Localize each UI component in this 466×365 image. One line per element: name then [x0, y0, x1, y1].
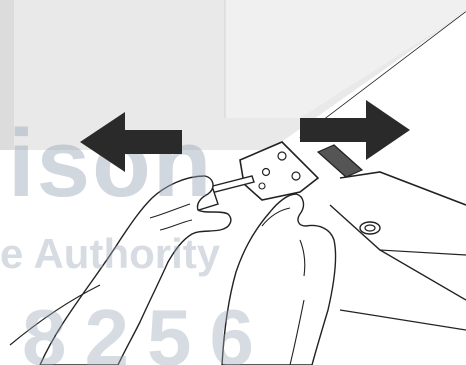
bracket-hole-1 — [278, 152, 286, 160]
bracket-hole-2 — [292, 172, 300, 180]
bracket-hole-3 — [263, 169, 270, 176]
screw-hole-inner — [365, 225, 375, 231]
watermark-line-3: 8256 — [22, 293, 272, 365]
bracket-hole-4 — [259, 183, 265, 189]
watermark-line-2: e Authority — [0, 230, 221, 277]
